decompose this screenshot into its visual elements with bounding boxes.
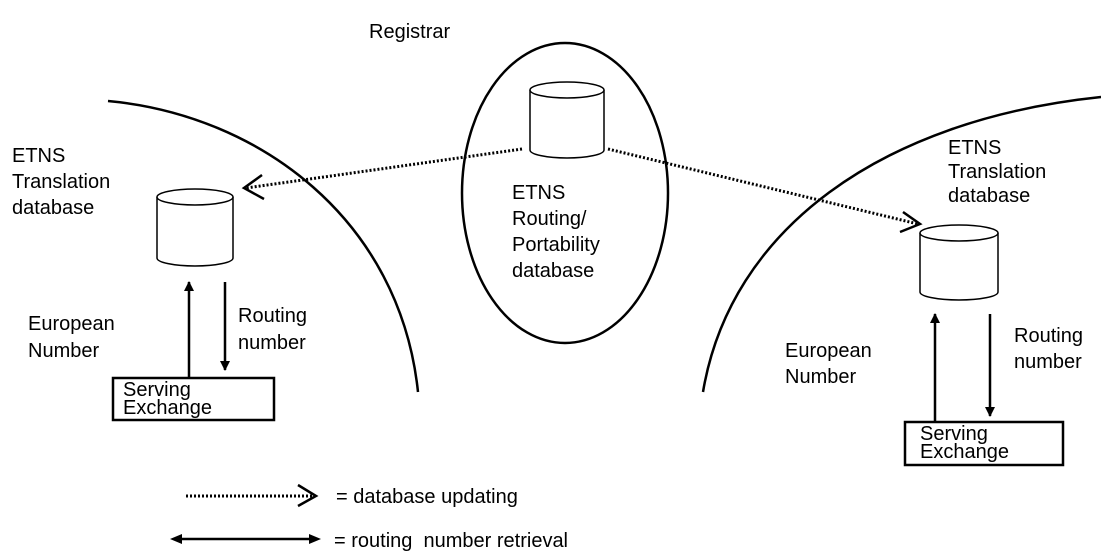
registrar-db-line-1: ETNS — [512, 182, 565, 204]
registrar-db-label: ETNS Routing/ Portability database — [512, 182, 605, 282]
registrar-ellipse — [460, 41, 670, 345]
legend-solid-head-right — [309, 534, 321, 544]
registrar-db-line-2: Routing/ — [512, 208, 587, 230]
left-db-label: ETNS Translation database — [12, 145, 116, 219]
left-serving-exchange-box — [111, 376, 276, 422]
left-db-line-1: ETNS — [12, 145, 65, 167]
right-down-label: Routing number — [1014, 325, 1089, 373]
left-down-line-2: number — [238, 332, 306, 354]
registrar-db-line-3: Portability — [512, 234, 600, 256]
left-db-line-3: database — [12, 197, 94, 219]
left-db-line-2: Translation — [12, 171, 110, 193]
left-up-label: European Number — [28, 313, 120, 362]
left-network-boundary — [107, 99, 420, 393]
right-serving-exchange-box — [903, 420, 1065, 467]
right-db-line-1: ETNS — [948, 137, 1001, 159]
update-arrow-right — [607, 147, 919, 226]
update-arrow-left-head — [241, 173, 265, 201]
registrar-db-line-4: database — [512, 260, 594, 282]
right-database-icon — [919, 224, 999, 301]
right-up-line-1: European — [785, 340, 872, 362]
left-exchange-line-1: Serving — [123, 379, 191, 401]
left-up-line-2: Number — [28, 340, 99, 362]
legend-dotted-head — [297, 483, 319, 508]
right-network-boundary — [701, 95, 1101, 393]
left-up-line-1: European — [28, 313, 115, 335]
legend-solid-label: = routing number retrieval — [334, 530, 568, 552]
registrar-label: Registrar — [369, 21, 450, 43]
right-down-line-1: Routing — [1014, 325, 1083, 347]
right-db-line-3: database — [948, 185, 1030, 207]
right-down-line-2: number — [1014, 351, 1082, 373]
right-exchange-line-1: Serving — [920, 423, 988, 445]
registrar-database-icon — [529, 81, 605, 159]
right-exchange-label: Serving Exchange — [920, 423, 1009, 463]
left-exchange-label: Serving Exchange — [123, 379, 212, 419]
right-up-line-2: Number — [785, 366, 856, 388]
legend-solid-head-left — [170, 534, 182, 544]
left-exchange-line-2: Exchange — [123, 397, 212, 419]
left-database-icon — [156, 188, 234, 267]
update-arrow-left — [245, 147, 523, 190]
right-db-line-2: Translation — [948, 161, 1046, 183]
right-db-label: ETNS Translation database — [948, 137, 1052, 207]
left-down-label: Routing number — [238, 305, 313, 354]
update-arrow-right-head — [899, 210, 923, 234]
left-down-line-1: Routing — [238, 305, 307, 327]
right-exchange-line-2: Exchange — [920, 441, 1009, 463]
legend-dotted-label: = database updating — [336, 486, 518, 508]
right-up-label: European Number — [785, 340, 877, 388]
